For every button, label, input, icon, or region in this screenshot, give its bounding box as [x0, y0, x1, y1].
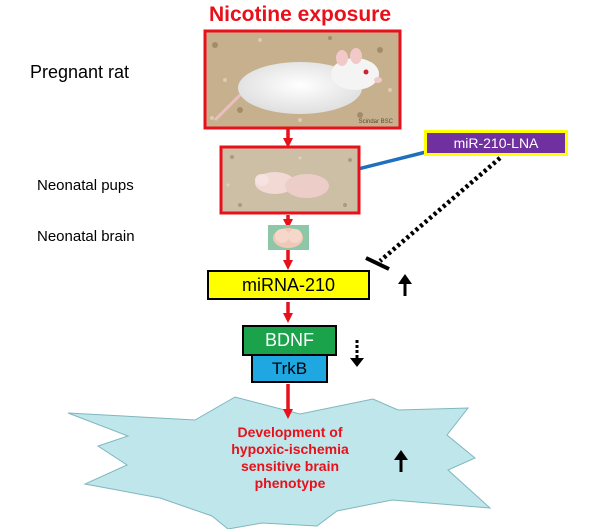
bdnf-box: BDNF — [242, 325, 337, 356]
stage-label-neonatal-brain: Neonatal brain — [37, 228, 135, 245]
neonatal-brain-photo — [268, 225, 309, 250]
stage-label-pregnant-rat: Pregnant rat — [30, 62, 130, 82]
photo-watermark: Scindar BSC — [359, 119, 394, 125]
inhibitor-box: miR-210-LNA — [424, 130, 568, 156]
outcome-line-1: Development of — [237, 424, 343, 440]
up-arrow-icon — [398, 274, 412, 296]
neonatal-pups-photo — [221, 147, 359, 213]
outcome-up-arrow-icon — [394, 450, 408, 472]
stage-label-neonatal-pups: Neonatal pups — [37, 177, 134, 194]
inhibition-symbol — [365, 156, 502, 271]
trkb-label: TrkB — [271, 358, 308, 378]
outcome-burst — [67, 396, 492, 529]
trkb-box: TrkB — [251, 354, 328, 383]
outcome-line-2: hypoxic-ischemia — [231, 441, 349, 457]
mirna-box: miRNA-210 — [207, 270, 370, 300]
down-arrow-icon — [350, 340, 364, 367]
outcome-text: Development of hypoxic-ischemia sensitiv… — [165, 424, 415, 492]
pregnant-rat-photo: Scindar BSC — [205, 31, 400, 128]
outcome-line-4: phenotype — [254, 475, 326, 491]
inhibitor-label: miR-210-LNA — [453, 135, 539, 151]
mirna-label: miRNA-210 — [241, 274, 336, 295]
diagram-title: Nicotine exposure — [208, 3, 392, 26]
bdnf-label: BDNF — [265, 330, 314, 350]
outcome-line-3: sensitive brain — [240, 458, 340, 474]
